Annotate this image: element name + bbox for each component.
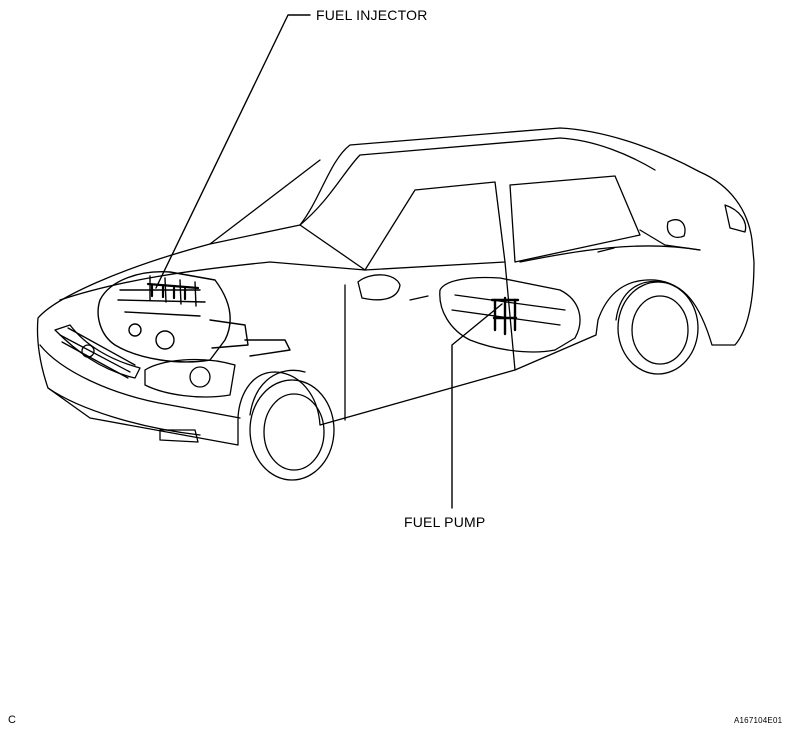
fuel-pump-label: FUEL PUMP — [404, 514, 486, 530]
fuel-injector-part — [146, 282, 200, 301]
engine-assembly — [97, 271, 291, 363]
fuel-pump-part — [490, 296, 520, 336]
car-body — [36, 127, 755, 446]
corner-mark: C — [8, 714, 17, 726]
fuel-injector-label: FUEL INJECTOR — [316, 7, 428, 23]
front-wheel — [249, 369, 335, 481]
fuel-injector-leader — [155, 14, 311, 289]
fuel-pump-leader — [451, 303, 503, 509]
leader-lines — [155, 14, 503, 509]
figure-code: A167104E01 — [734, 716, 783, 725]
rear-wheel — [615, 280, 699, 375]
